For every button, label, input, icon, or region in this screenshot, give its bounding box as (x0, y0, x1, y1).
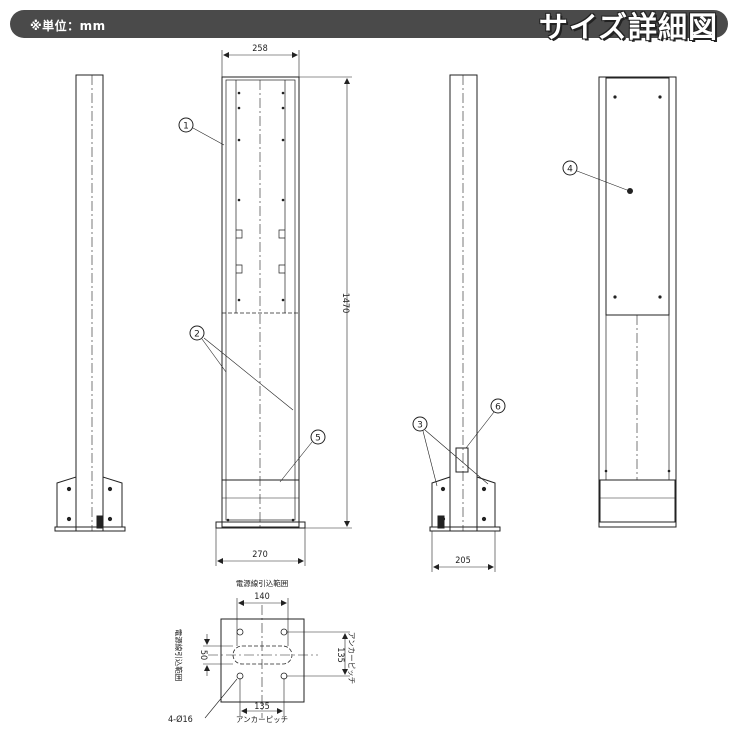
side-view-left (54, 74, 126, 532)
unit-note: ※単位：mm (30, 19, 106, 33)
callout-6-label: 6 (495, 403, 501, 413)
dim-anchor-pitch-v: 135 (335, 647, 345, 662)
anchor-pitch-h-label: アンカーピッチ (236, 715, 288, 724)
page-title: サイズ詳細図 (538, 10, 718, 44)
callout-1-label: 1 (183, 122, 189, 132)
callout-3-label: 3 (417, 421, 423, 431)
callout-4 (562, 160, 578, 176)
callout-5 (310, 429, 326, 445)
dim-side-width: 205 (455, 556, 470, 566)
side-view-right (412, 74, 506, 572)
dim-anchor-pitch-h: 135 (254, 702, 269, 712)
dim-top-width: 258 (252, 44, 267, 54)
callout-2 (189, 325, 205, 341)
front-view-open (178, 50, 352, 566)
dim-base-width: 270 (252, 550, 267, 560)
title-banner (10, 10, 728, 38)
cable-entry-label-vertical: 電源線引込範囲 (174, 629, 184, 682)
anchor-pitch-v-label: アンカーピッチ (347, 632, 356, 684)
cable-entry-label: 電源線引込範囲 (236, 578, 289, 588)
callout-6 (490, 398, 506, 414)
dim-plate-slot: 50 (198, 650, 208, 660)
dim-height: 1470 (340, 293, 350, 314)
callout-2-label: 2 (194, 330, 200, 340)
callout-1 (178, 117, 194, 133)
front-view-panel (562, 76, 677, 528)
dim-plate-width: 140 (254, 592, 269, 602)
base-plate-view (203, 598, 350, 719)
callout-3 (412, 416, 428, 432)
callout-4-label: 4 (567, 165, 573, 175)
callout-5-label: 5 (315, 434, 321, 444)
holes-label: 4-Ø16 (168, 714, 193, 725)
